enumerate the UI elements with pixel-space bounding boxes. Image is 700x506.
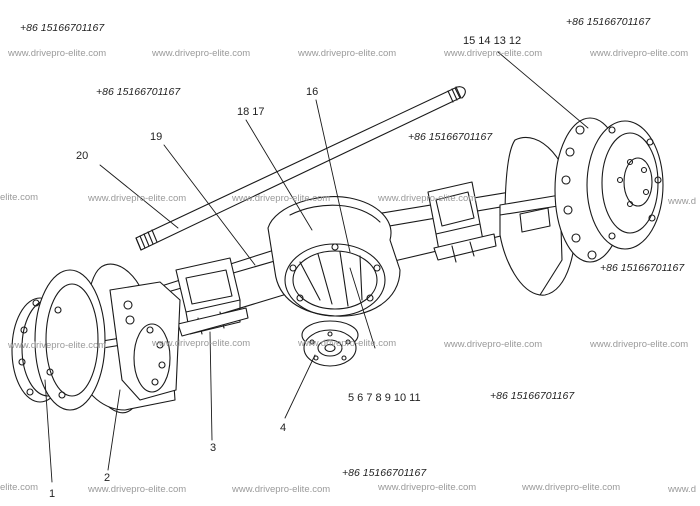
watermark-text: www.d xyxy=(668,484,696,495)
leader-lines xyxy=(44,51,589,483)
input-flange xyxy=(301,320,359,367)
wheel-hub-left xyxy=(11,269,106,411)
watermark-text: www.drivepro-elite.com xyxy=(378,193,477,204)
differential-housing xyxy=(267,196,401,317)
watermark-text: elite.com xyxy=(0,192,39,203)
phone-text: +86 15166701167 xyxy=(600,262,685,274)
spring-seat-left xyxy=(175,257,249,337)
callout-16: 16 xyxy=(306,86,319,98)
callout-3: 3 xyxy=(210,442,217,454)
watermark-text: www.drivepro-elite.com xyxy=(88,193,187,204)
watermark-text: www.drivepro-elite.com xyxy=(232,193,331,204)
watermark-text: www.drivepro-elite.com xyxy=(8,340,107,351)
phone-text: +86 15166701167 xyxy=(490,390,575,402)
watermark-text: elite.com xyxy=(0,482,39,493)
watermark-text: www.drivepro-elite.com xyxy=(232,484,331,495)
callout-18-17: 18 17 xyxy=(237,106,265,118)
callout-4: 4 xyxy=(280,422,287,434)
watermark-text: www.drivepro-elite.com xyxy=(590,339,689,350)
watermark-text: www.drivepro-elite.com xyxy=(590,48,689,59)
wheel-hub-right xyxy=(554,117,664,263)
brake-carrier-left xyxy=(109,281,181,401)
watermark-text: www.drivepro-elite.com xyxy=(444,48,543,59)
watermark-text: www.drivepro-elite.com xyxy=(88,484,187,495)
watermark-text: www.drivepro-elite.com xyxy=(444,339,543,350)
callout-1: 1 xyxy=(49,488,56,500)
phone-text: +86 15166701167 xyxy=(96,86,181,98)
watermark-text: www.d xyxy=(668,196,696,207)
watermark-text: www.drivepro-elite.com xyxy=(378,482,477,493)
callout-20: 20 xyxy=(76,150,89,162)
axle-shaft xyxy=(135,86,466,251)
watermark-text: www.drivepro-elite.com xyxy=(152,48,251,59)
callout-15-14-13-12: 15 14 13 12 xyxy=(463,35,522,47)
phone-text: +86 15166701167 xyxy=(408,131,493,143)
phone-text: +86 15166701167 xyxy=(20,22,105,34)
callout-19: 19 xyxy=(150,131,163,143)
watermark-text: www.drivepro-elite.com xyxy=(522,482,621,493)
spring-seat-right xyxy=(427,181,497,263)
watermark-text: www.drivepro-elite.com xyxy=(298,48,397,59)
callout-2: 2 xyxy=(104,472,111,484)
phone-text: +86 15166701167 xyxy=(342,467,427,479)
watermark-text: www.drivepro-elite.com xyxy=(8,48,107,59)
callout-5-11: 5 6 7 8 9 10 11 xyxy=(348,392,421,404)
watermark-text: www.drivepro-elite.com xyxy=(152,338,251,349)
phone-text: +86 15166701167 xyxy=(566,16,651,28)
watermark-text: www.drivepro-elite.com xyxy=(298,338,397,349)
